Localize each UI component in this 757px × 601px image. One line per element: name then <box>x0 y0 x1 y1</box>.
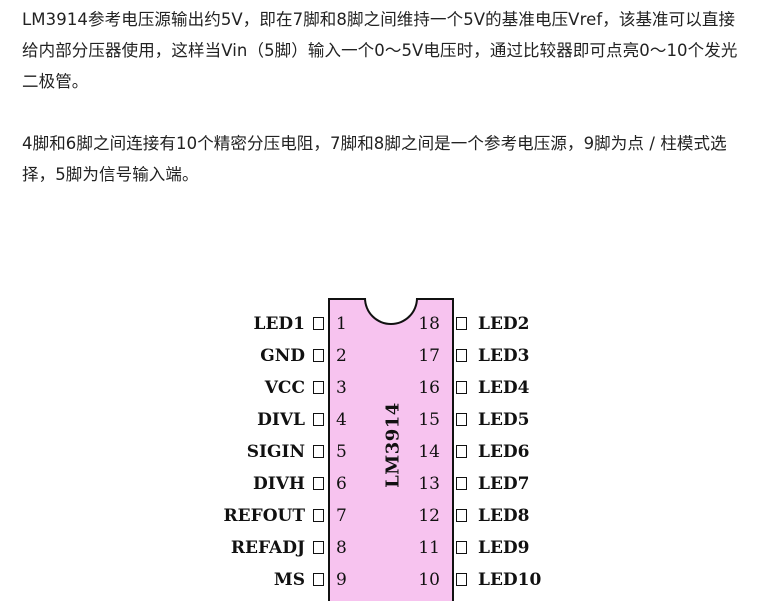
pin-label: VCC <box>264 378 305 398</box>
pin-square-icon <box>313 445 324 458</box>
pin-square-icon <box>313 317 324 330</box>
pin-square-icon <box>313 381 324 394</box>
pin-number: 13 <box>418 474 440 494</box>
pin-row-7: REFOUT 7 <box>0 505 757 527</box>
pin-label: LED7 <box>478 474 530 494</box>
pin-row-10: LED10 10 <box>0 569 757 591</box>
pin-row-9: MS 9 <box>0 569 757 591</box>
pin-label: LED3 <box>478 346 530 366</box>
pin-square-icon <box>313 477 324 490</box>
pin-label: GND <box>260 346 305 366</box>
pin-number: 4 <box>336 410 347 430</box>
pin-row-8: REFADJ 8 <box>0 537 757 559</box>
pin-row-4: DIVL 4 <box>0 409 757 431</box>
pin-square-icon <box>456 317 467 330</box>
pin-number: 5 <box>336 442 347 462</box>
pin-label: MS <box>273 570 305 590</box>
pin-number: 6 <box>336 474 347 494</box>
pin-number: 16 <box>418 378 440 398</box>
pin-label: LED6 <box>478 442 530 462</box>
pin-number: 3 <box>336 378 347 398</box>
pin-label: REFADJ <box>230 538 305 558</box>
pin-row-13: LED7 13 <box>0 473 757 495</box>
pin-row-2: GND 2 <box>0 345 757 367</box>
pin-number: 17 <box>418 346 440 366</box>
pin-square-icon <box>313 509 324 522</box>
pin-number: 8 <box>336 538 347 558</box>
pin-square-icon <box>313 349 324 362</box>
pin-number: 7 <box>336 506 347 526</box>
pin-square-icon <box>456 509 467 522</box>
pin-row-5: SIGIN 5 <box>0 441 757 463</box>
pin-label: LED8 <box>478 506 530 526</box>
pin-square-icon <box>456 413 467 426</box>
paragraph-vref-description: LM3914参考电压源输出约5V，即在7脚和8脚之间维持一个5V的基准电压Vre… <box>22 10 738 91</box>
pin-number: 2 <box>336 346 347 366</box>
pin-square-icon <box>456 541 467 554</box>
pin-number: 15 <box>418 410 440 430</box>
pin-row-15: LED5 15 <box>0 409 757 431</box>
pin-row-16: LED4 16 <box>0 377 757 399</box>
pin-square-icon <box>456 445 467 458</box>
pin-row-18: LED2 18 <box>0 313 757 335</box>
pin-label: LED2 <box>478 314 530 334</box>
pin-number: 9 <box>336 570 347 590</box>
pin-number: 10 <box>418 570 440 590</box>
pin-label: REFOUT <box>223 506 305 526</box>
pin-square-icon <box>456 381 467 394</box>
pin-label: LED1 <box>253 314 305 334</box>
pin-label: DIVL <box>257 410 305 430</box>
pin-row-14: LED6 14 <box>0 441 757 463</box>
pin-row-11: LED9 11 <box>0 537 757 559</box>
paragraph-pin-description: 4脚和6脚之间连接有10个精密分压电阻，7脚和8脚之间是一个参考电压源，9脚为点… <box>22 134 727 184</box>
pin-square-icon <box>456 573 467 586</box>
pin-square-icon <box>313 573 324 586</box>
pin-row-1: LED1 1 <box>0 313 757 335</box>
pin-label: LED4 <box>478 378 530 398</box>
pin-label: DIVH <box>253 474 305 494</box>
pin-number: 11 <box>418 538 440 558</box>
pin-row-17: LED3 17 <box>0 345 757 367</box>
pin-square-icon <box>313 413 324 426</box>
pin-number: 18 <box>418 314 440 334</box>
pin-row-6: DIVH 6 <box>0 473 757 495</box>
chip-body: LM3914 <box>328 298 454 601</box>
pin-row-3: VCC 3 <box>0 377 757 399</box>
pin-square-icon <box>456 477 467 490</box>
pin-label: LED9 <box>478 538 530 558</box>
pin-number: 12 <box>418 506 440 526</box>
pin-label: LED10 <box>478 570 542 590</box>
pin-square-icon <box>313 541 324 554</box>
pin-label: SIGIN <box>246 442 305 462</box>
pin-number: 1 <box>336 314 347 334</box>
pin-row-12: LED8 12 <box>0 505 757 527</box>
pin-number: 14 <box>418 442 440 462</box>
pin-square-icon <box>456 349 467 362</box>
pin-label: LED5 <box>478 410 530 430</box>
